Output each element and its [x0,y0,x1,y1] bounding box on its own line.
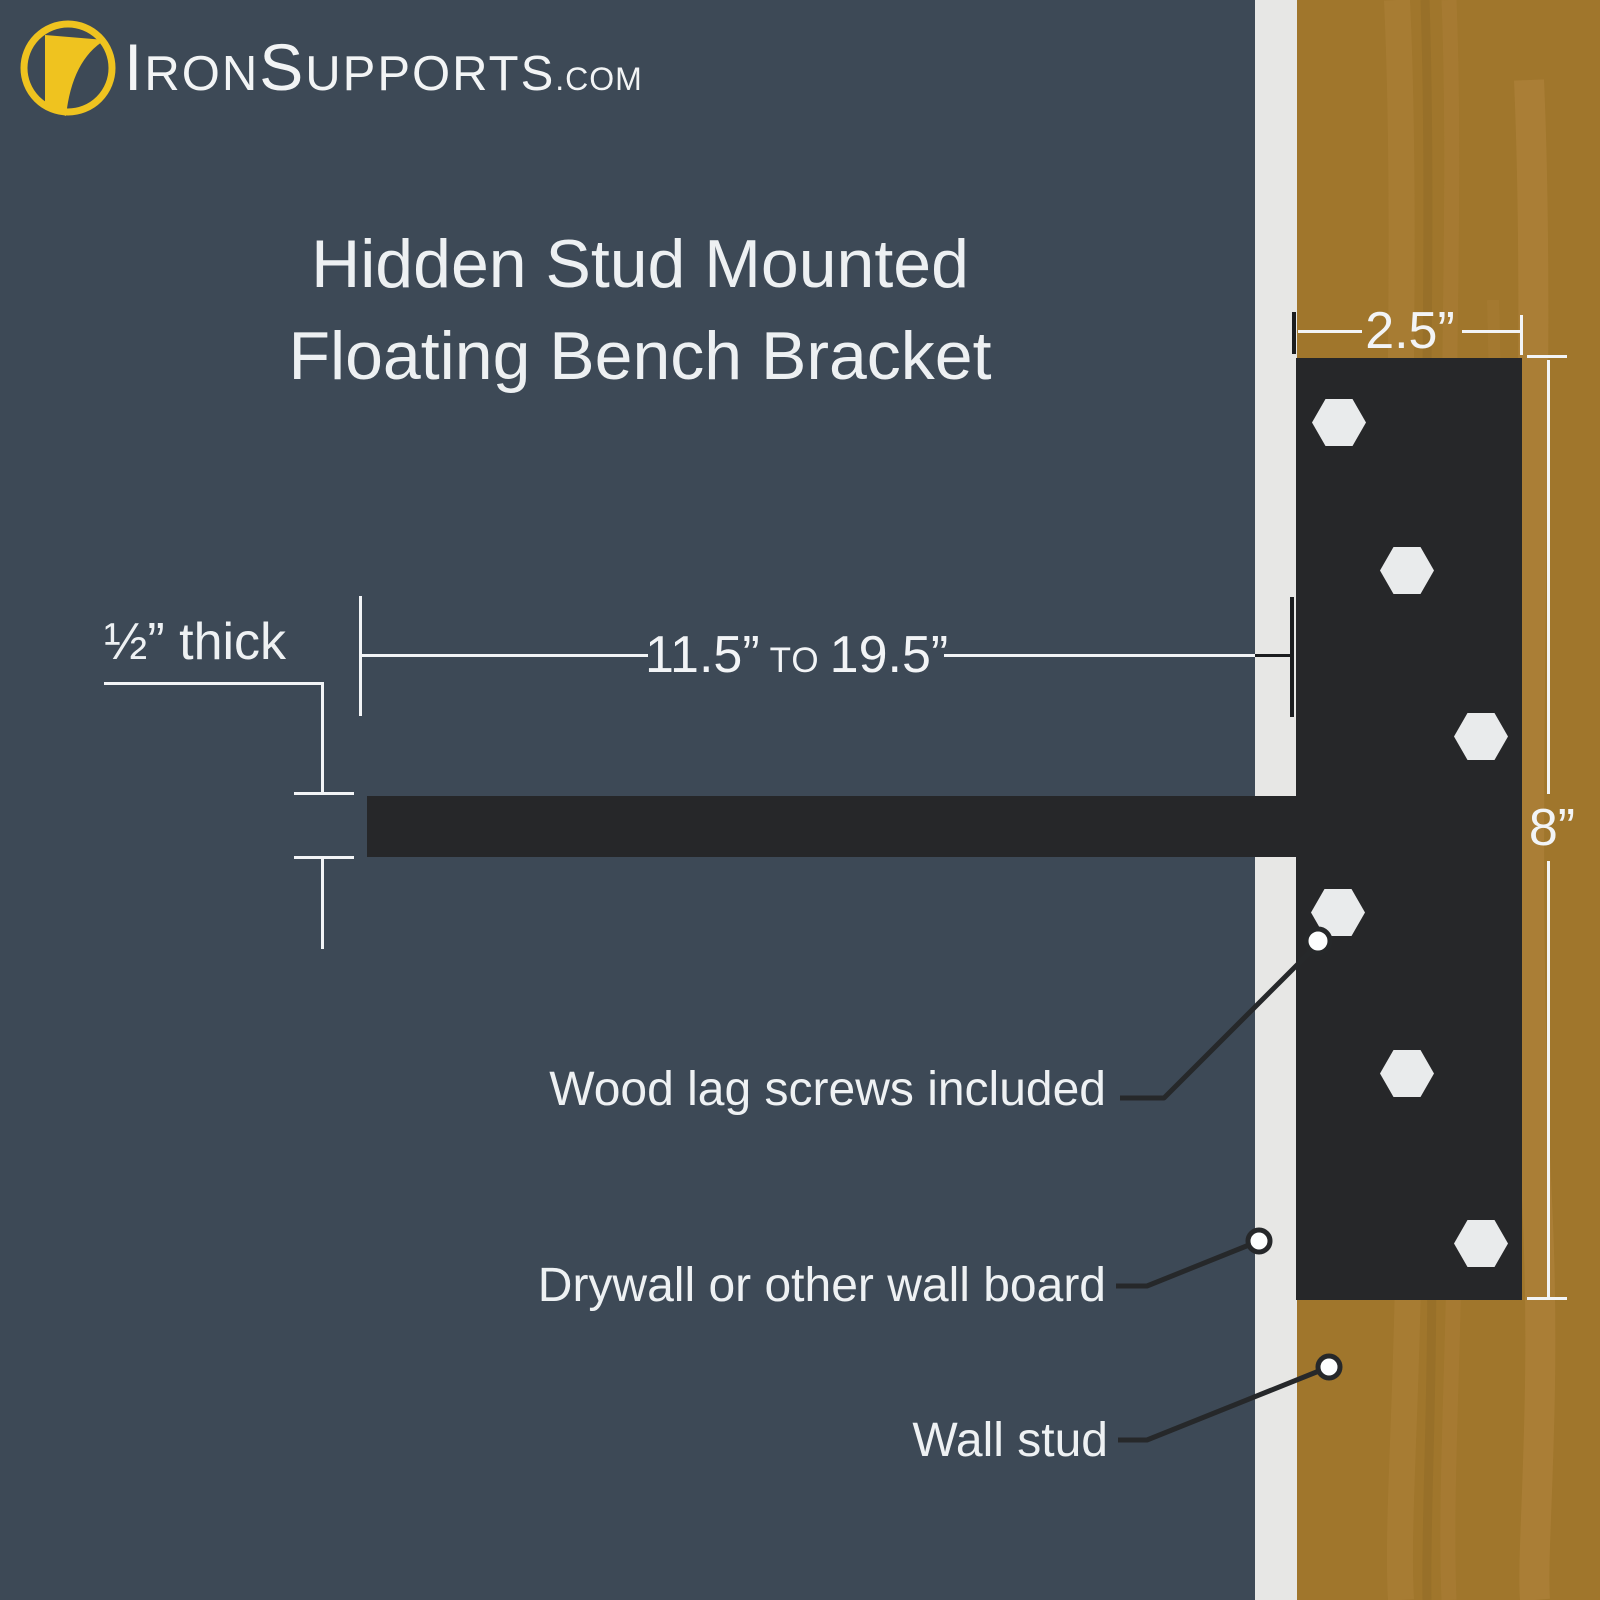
marker-dot-stud [1315,1353,1343,1381]
marker-dot-drywall [1245,1227,1273,1255]
thickness-underline [104,682,324,685]
logo-letter-i: I [124,30,145,104]
height-dim-line-lower [1547,861,1550,1298]
length-dim-conj: TO [769,641,820,680]
thickness-tick-bottom [294,856,354,859]
length-dim-line-right-on-drywall [1255,654,1293,657]
length-dim-line-left [362,654,648,657]
lag-screw-hex-1 [1312,399,1366,446]
brand-logo-icon [20,20,116,116]
width-dim-line-right [1462,330,1522,333]
width-dim-line-left [1298,330,1362,333]
logo-part-dotcom: .COM [555,61,643,97]
callout-drywall-label: Drywall or other wall board [537,1259,1106,1312]
logo-part-ron: RON [144,47,260,101]
logo-letter-s: S [259,30,306,104]
width-dim-tick-right [1520,315,1523,355]
length-dim-min: 11.5” [645,626,760,684]
height-dim-label: 8” [1528,799,1576,857]
marker-dot-screws [1303,926,1333,956]
length-dim-tick-right [1290,597,1294,717]
lag-screw-hex-6 [1454,1220,1508,1267]
thickness-tail-line [321,859,324,949]
leader-screws [1120,950,1312,1101]
length-dim-terminator-left [359,596,362,716]
callout-stud-label: Wall stud [912,1414,1108,1467]
callout-screws-label: Wood lag screws included [549,1063,1106,1116]
title-line-1: Hidden Stud Mounted [311,226,969,302]
thickness-drop-line [321,682,324,794]
height-dim-tick-top [1527,355,1567,358]
leader-drywall [1116,1242,1250,1289]
height-dim-tick-bottom [1527,1297,1567,1300]
logo-part-upports: UPPORTS [305,47,556,101]
page-title: Hidden Stud Mounted Floating Bench Brack… [120,218,1160,402]
width-dim-tick-left [1292,312,1296,354]
thickness-tick-top [294,792,354,795]
title-line-2: Floating Bench Bracket [288,318,992,394]
lag-screw-hex-5 [1380,1050,1434,1097]
length-dim-max: 19.5” [829,626,949,684]
height-dim-line-upper [1547,360,1550,794]
width-dim-label: 2.5” [1365,302,1455,360]
length-dim-line-right [944,654,1255,657]
bracket-arm [367,796,1522,857]
leader-stud [1118,1368,1320,1443]
thickness-label: ½” thick [104,613,287,671]
